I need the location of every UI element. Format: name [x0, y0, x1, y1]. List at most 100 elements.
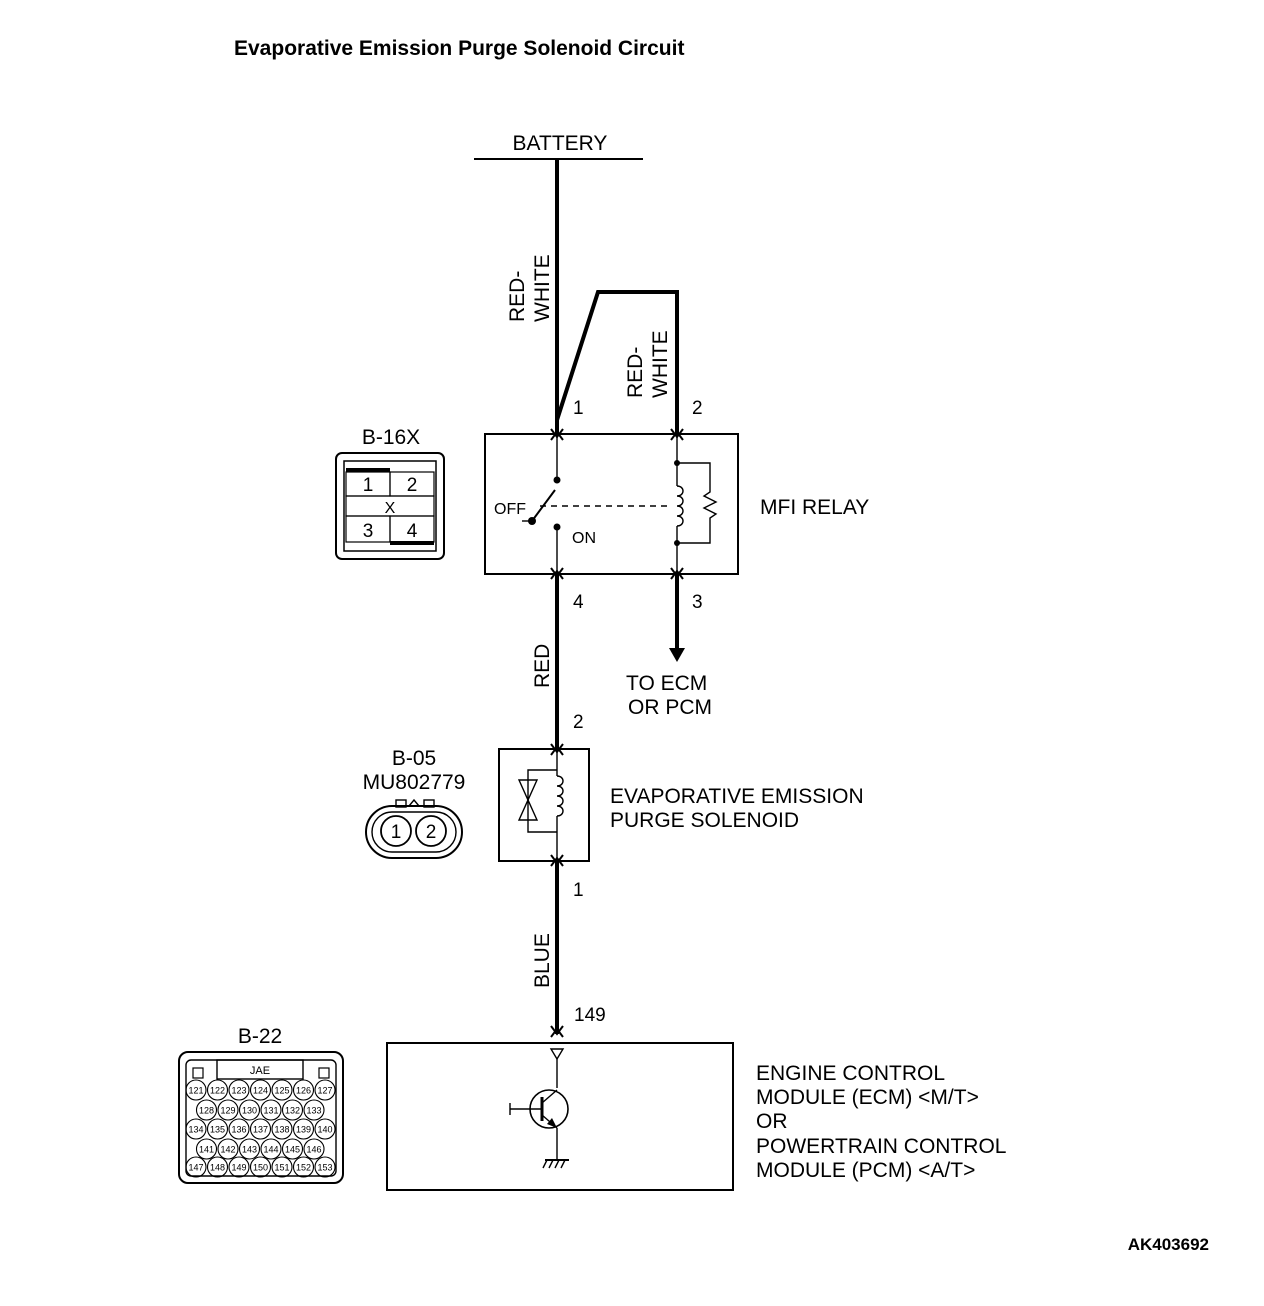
to-ecm-label-line2: OR PCM [628, 696, 712, 719]
module-connector-pin-circle [249, 1156, 272, 1178]
svg-text:RED: RED [531, 644, 554, 688]
module-connector-pin-label: 129 [220, 1106, 235, 1116]
module-connector-pin-label: 153 [317, 1163, 332, 1173]
solenoid-connector-id: B-05 [392, 747, 436, 770]
module-connector-pin-circle [249, 1118, 272, 1140]
module-connector-pin-circle [260, 1138, 282, 1160]
module-connector-pin-label: 126 [296, 1086, 311, 1096]
module-connector-pin-circle [206, 1156, 229, 1178]
module-connector-pin-label: 149 [231, 1163, 246, 1173]
module-connector-pin-circle [292, 1156, 315, 1178]
module-box [386, 1042, 734, 1191]
module-connector-pin-label: 143 [242, 1145, 257, 1155]
module-connector-pin-circle [217, 1138, 239, 1160]
switch-on-label: ON [572, 530, 596, 547]
solenoid-label-line1: EVAPORATIVE EMISSION [610, 785, 864, 808]
to-ecm-label-line1: TO ECM [626, 672, 707, 695]
module-connector-id: B-22 [238, 1025, 282, 1048]
module-connector-pin-circle [271, 1079, 293, 1101]
wire-red-white-branch [555, 290, 679, 434]
module-connector-pin-label: 144 [263, 1145, 278, 1155]
solenoid-connector-pin-2: 2 [426, 822, 437, 843]
module-connector-pin-circle [185, 1118, 207, 1140]
module-pin-149: 149 [574, 1005, 606, 1026]
module-connector-pin-circle [260, 1099, 282, 1121]
relay-pin-4: 4 [573, 592, 584, 613]
solenoid-connector-pin-1: 1 [391, 822, 402, 843]
module-connector-pin-circle [228, 1118, 250, 1140]
module-connector-pin-circle [303, 1138, 325, 1160]
module-connector-pin-circle [228, 1079, 250, 1101]
module-label-line-5: MODULE (PCM) <A/T> [756, 1159, 975, 1182]
relay-pin-2: 2 [692, 398, 703, 419]
module-connector-pin-label: 137 [253, 1125, 268, 1135]
relay-connector-cell-4: 4 [407, 521, 418, 542]
relay-connector-center-mark: X [385, 500, 396, 517]
module-connector-diagram [178, 1051, 344, 1184]
solenoid-pin-2: 2 [573, 712, 584, 733]
module-connector-pin-label: 122 [210, 1086, 225, 1096]
relay-connector-cell-3: 3 [363, 521, 374, 542]
module-connector-pin-label: 140 [317, 1125, 332, 1135]
solenoid-pin-1: 1 [573, 880, 584, 901]
relay-pin-1: 1 [573, 398, 584, 419]
module-connector-pin-label: 123 [231, 1086, 246, 1096]
module-label-line-3: OR [756, 1110, 788, 1133]
relay-pin-3: 3 [692, 592, 703, 613]
switch-off-label: OFF [494, 501, 526, 518]
wire-label-red-white-main: RED- WHITE [506, 254, 554, 322]
mfi-relay-box [484, 433, 739, 575]
relay-terminal-marks [550, 428, 684, 580]
module-connector-pin-label: 131 [263, 1106, 278, 1116]
solenoid-box [498, 748, 590, 862]
relay-connector-cell-2: 2 [407, 475, 418, 496]
module-connector-maker: JAE [250, 1065, 270, 1077]
module-connector-pin-circle [271, 1156, 293, 1178]
module-connector-pin-circle [206, 1118, 229, 1140]
solenoid-label-line2: PURGE SOLENOID [610, 809, 799, 832]
module-connector-pin-circle [195, 1099, 218, 1121]
module-connector-pin-label: 136 [231, 1125, 246, 1135]
module-connector-pin-label: 139 [296, 1125, 311, 1135]
module-connector-pin-circle [314, 1079, 336, 1101]
solenoid-connector-part-number: MU802779 [363, 771, 466, 794]
svg-text:BLUE: BLUE [531, 933, 554, 988]
module-connector-pin-label: 145 [285, 1145, 300, 1155]
module-connector-pin-circle [292, 1118, 315, 1140]
module-connector-pin-label: 142 [220, 1145, 235, 1155]
module-connector-pin-label: 141 [199, 1145, 214, 1155]
module-connector-pin-label: 134 [188, 1125, 203, 1135]
svg-text:WHITE: WHITE [531, 254, 554, 322]
solenoid-connector-diagram [365, 798, 463, 859]
module-connector-pin-circle [314, 1156, 336, 1178]
module-connector-pin-label: 135 [210, 1125, 225, 1135]
module-connector-pin-circle [195, 1138, 218, 1160]
module-connector-pin-circle [303, 1099, 325, 1121]
module-connector-pin-label: 148 [210, 1163, 225, 1173]
wire-label-red-white-branch: RED- WHITE [624, 330, 672, 398]
to-ecm-arrow [669, 648, 685, 662]
relay-connector-id: B-16X [362, 426, 420, 449]
solenoid-coil-symbol [517, 749, 564, 861]
battery-label: BATTERY [513, 132, 608, 155]
diagram-title: Evaporative Emission Purge Solenoid Circ… [234, 37, 684, 60]
module-connector-pin-circle [238, 1138, 261, 1160]
module-connector-pin-label: 151 [274, 1163, 289, 1173]
module-connector-pin-label: 133 [306, 1106, 321, 1116]
module-connector-pin-label: 127 [317, 1086, 332, 1096]
relay-connector-cell-1: 1 [363, 475, 374, 496]
svg-text:WHITE: WHITE [649, 330, 672, 398]
module-connector-pin-label: 121 [188, 1086, 203, 1096]
wire-label-red: RED [531, 644, 554, 688]
module-connector-pin-label: 132 [285, 1106, 300, 1116]
module-connector-pin-label: 150 [253, 1163, 268, 1173]
module-connector-pin-label: 125 [274, 1086, 289, 1096]
mfi-relay-label: MFI RELAY [760, 496, 869, 519]
module-connector-pin-circle [281, 1138, 304, 1160]
figure-id: AK403692 [1128, 1235, 1209, 1254]
relay-coil [674, 434, 718, 574]
module-connector-pin-circle [228, 1156, 250, 1178]
module-connector-pin-circle [238, 1099, 261, 1121]
module-connector-pin-label: 128 [199, 1106, 214, 1116]
